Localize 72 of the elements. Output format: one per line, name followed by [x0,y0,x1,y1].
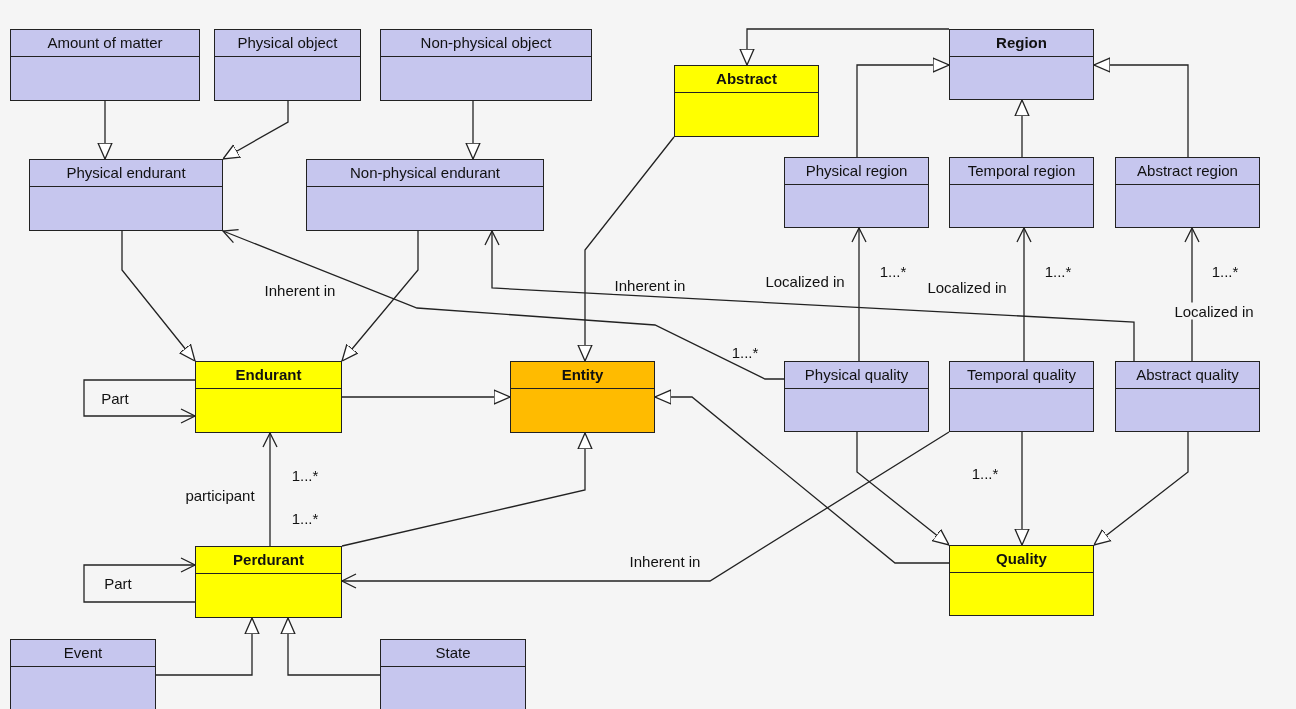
class-name: Perdurant [196,547,341,574]
association-arrow [341,431,950,589]
class-name: Event [11,640,155,667]
generalization-arrow [280,617,381,676]
generalization-arrow [856,57,950,158]
generalization-arrow [341,389,511,405]
generalization-arrow [577,136,675,362]
generalization-arrow [341,432,593,547]
class-name: Non-physical object [381,30,591,57]
class-box [195,546,342,618]
multiplicity-label: 1...* [1210,262,1240,280]
multiplicity-label: 1...* [970,464,1000,482]
class-box [949,545,1094,616]
class-box [510,361,655,433]
multiplicity-label: 1...* [878,262,908,280]
class-box [380,29,592,101]
generalization-arrow [739,28,950,66]
generalization-arrow [1093,431,1189,546]
class-name: Physical object [215,30,360,57]
multiplicity-label: 1...* [1043,262,1073,280]
association-arrow [83,379,196,424]
association-arrow [83,557,196,603]
generalization-arrow [121,230,196,362]
association-arrow [262,432,278,547]
generalization-arrow [341,230,419,362]
class-box [1115,157,1260,228]
class-name: Physical quality [785,362,928,389]
class-box [29,159,223,231]
class-box [10,29,200,101]
multiplicity-label: 1...* [290,509,320,527]
class-box [1115,361,1260,432]
class-box [949,361,1094,432]
generalization-arrow [222,100,289,160]
association-arrow [1016,227,1032,362]
class-name: Physical region [785,158,928,185]
class-name: Quality [950,546,1093,573]
generalization-arrow [654,389,950,564]
generalization-arrow [1014,431,1030,546]
class-name: Amount of matter [11,30,199,57]
generalization-arrow [155,617,260,676]
generalization-arrow [97,100,113,160]
class-name: Endurant [196,362,341,389]
class-name: Temporal quality [950,362,1093,389]
class-name: State [381,640,525,667]
generalization-arrow [856,431,950,546]
class-box [674,65,819,137]
class-box [214,29,361,101]
class-box [10,639,156,709]
generalization-arrow [1014,99,1030,158]
edge-label: Localized in [1172,302,1256,320]
association-arrow [851,227,867,362]
class-name: Entity [511,362,654,389]
class-name: Abstract quality [1116,362,1259,389]
generalization-arrow [1093,57,1189,158]
class-box [784,361,929,432]
association-arrow [222,229,785,380]
class-name: Abstract [675,66,818,93]
class-name: Non-physical endurant [307,160,543,187]
class-name: Temporal region [950,158,1093,185]
class-box [784,157,929,228]
class-name: Physical endurant [30,160,222,187]
class-box [380,639,526,709]
multiplicity-label: 1...* [730,343,760,361]
multiplicity-label: 1...* [290,466,320,484]
class-box [949,157,1094,228]
class-name: Abstract region [1116,158,1259,185]
class-name: Region [950,30,1093,57]
class-box [949,29,1094,100]
class-box [195,361,342,433]
association-arrow [484,230,1135,362]
class-box [306,159,544,231]
generalization-arrow [465,100,481,160]
